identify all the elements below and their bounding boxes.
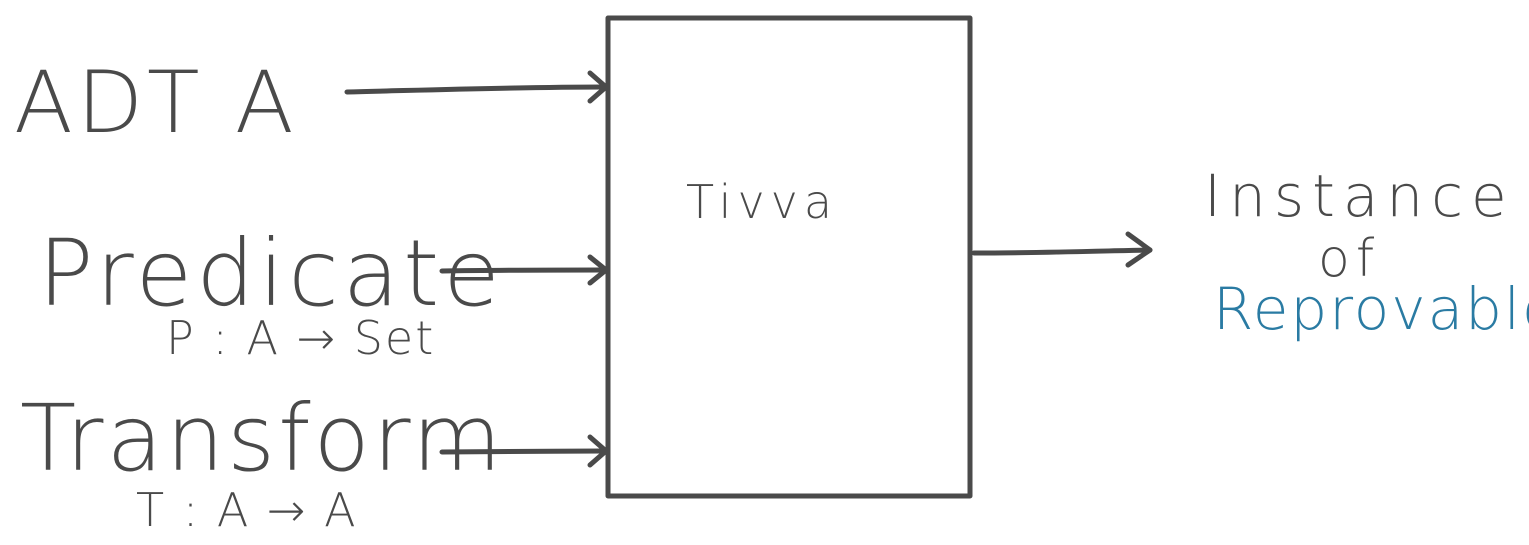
predicate-arrow <box>439 254 609 286</box>
output-line-of: of <box>1318 229 1380 289</box>
output-line-instance: Instance <box>1204 162 1515 230</box>
transform-label: Transform <box>20 385 505 492</box>
transform-arrow <box>439 434 609 468</box>
predicate-label: Predicate <box>38 220 504 327</box>
predicate-signature: P : A → Set <box>166 311 435 365</box>
output-line-reprovable: Reprovable <box>1213 275 1529 343</box>
transform-signature: T : A → A <box>136 483 358 537</box>
output-arrow <box>971 231 1153 268</box>
tivva-box <box>605 15 973 499</box>
tivva-label: Tivva <box>686 175 838 229</box>
adt-arrow <box>344 70 609 104</box>
adt-label: ADT A <box>14 53 298 153</box>
